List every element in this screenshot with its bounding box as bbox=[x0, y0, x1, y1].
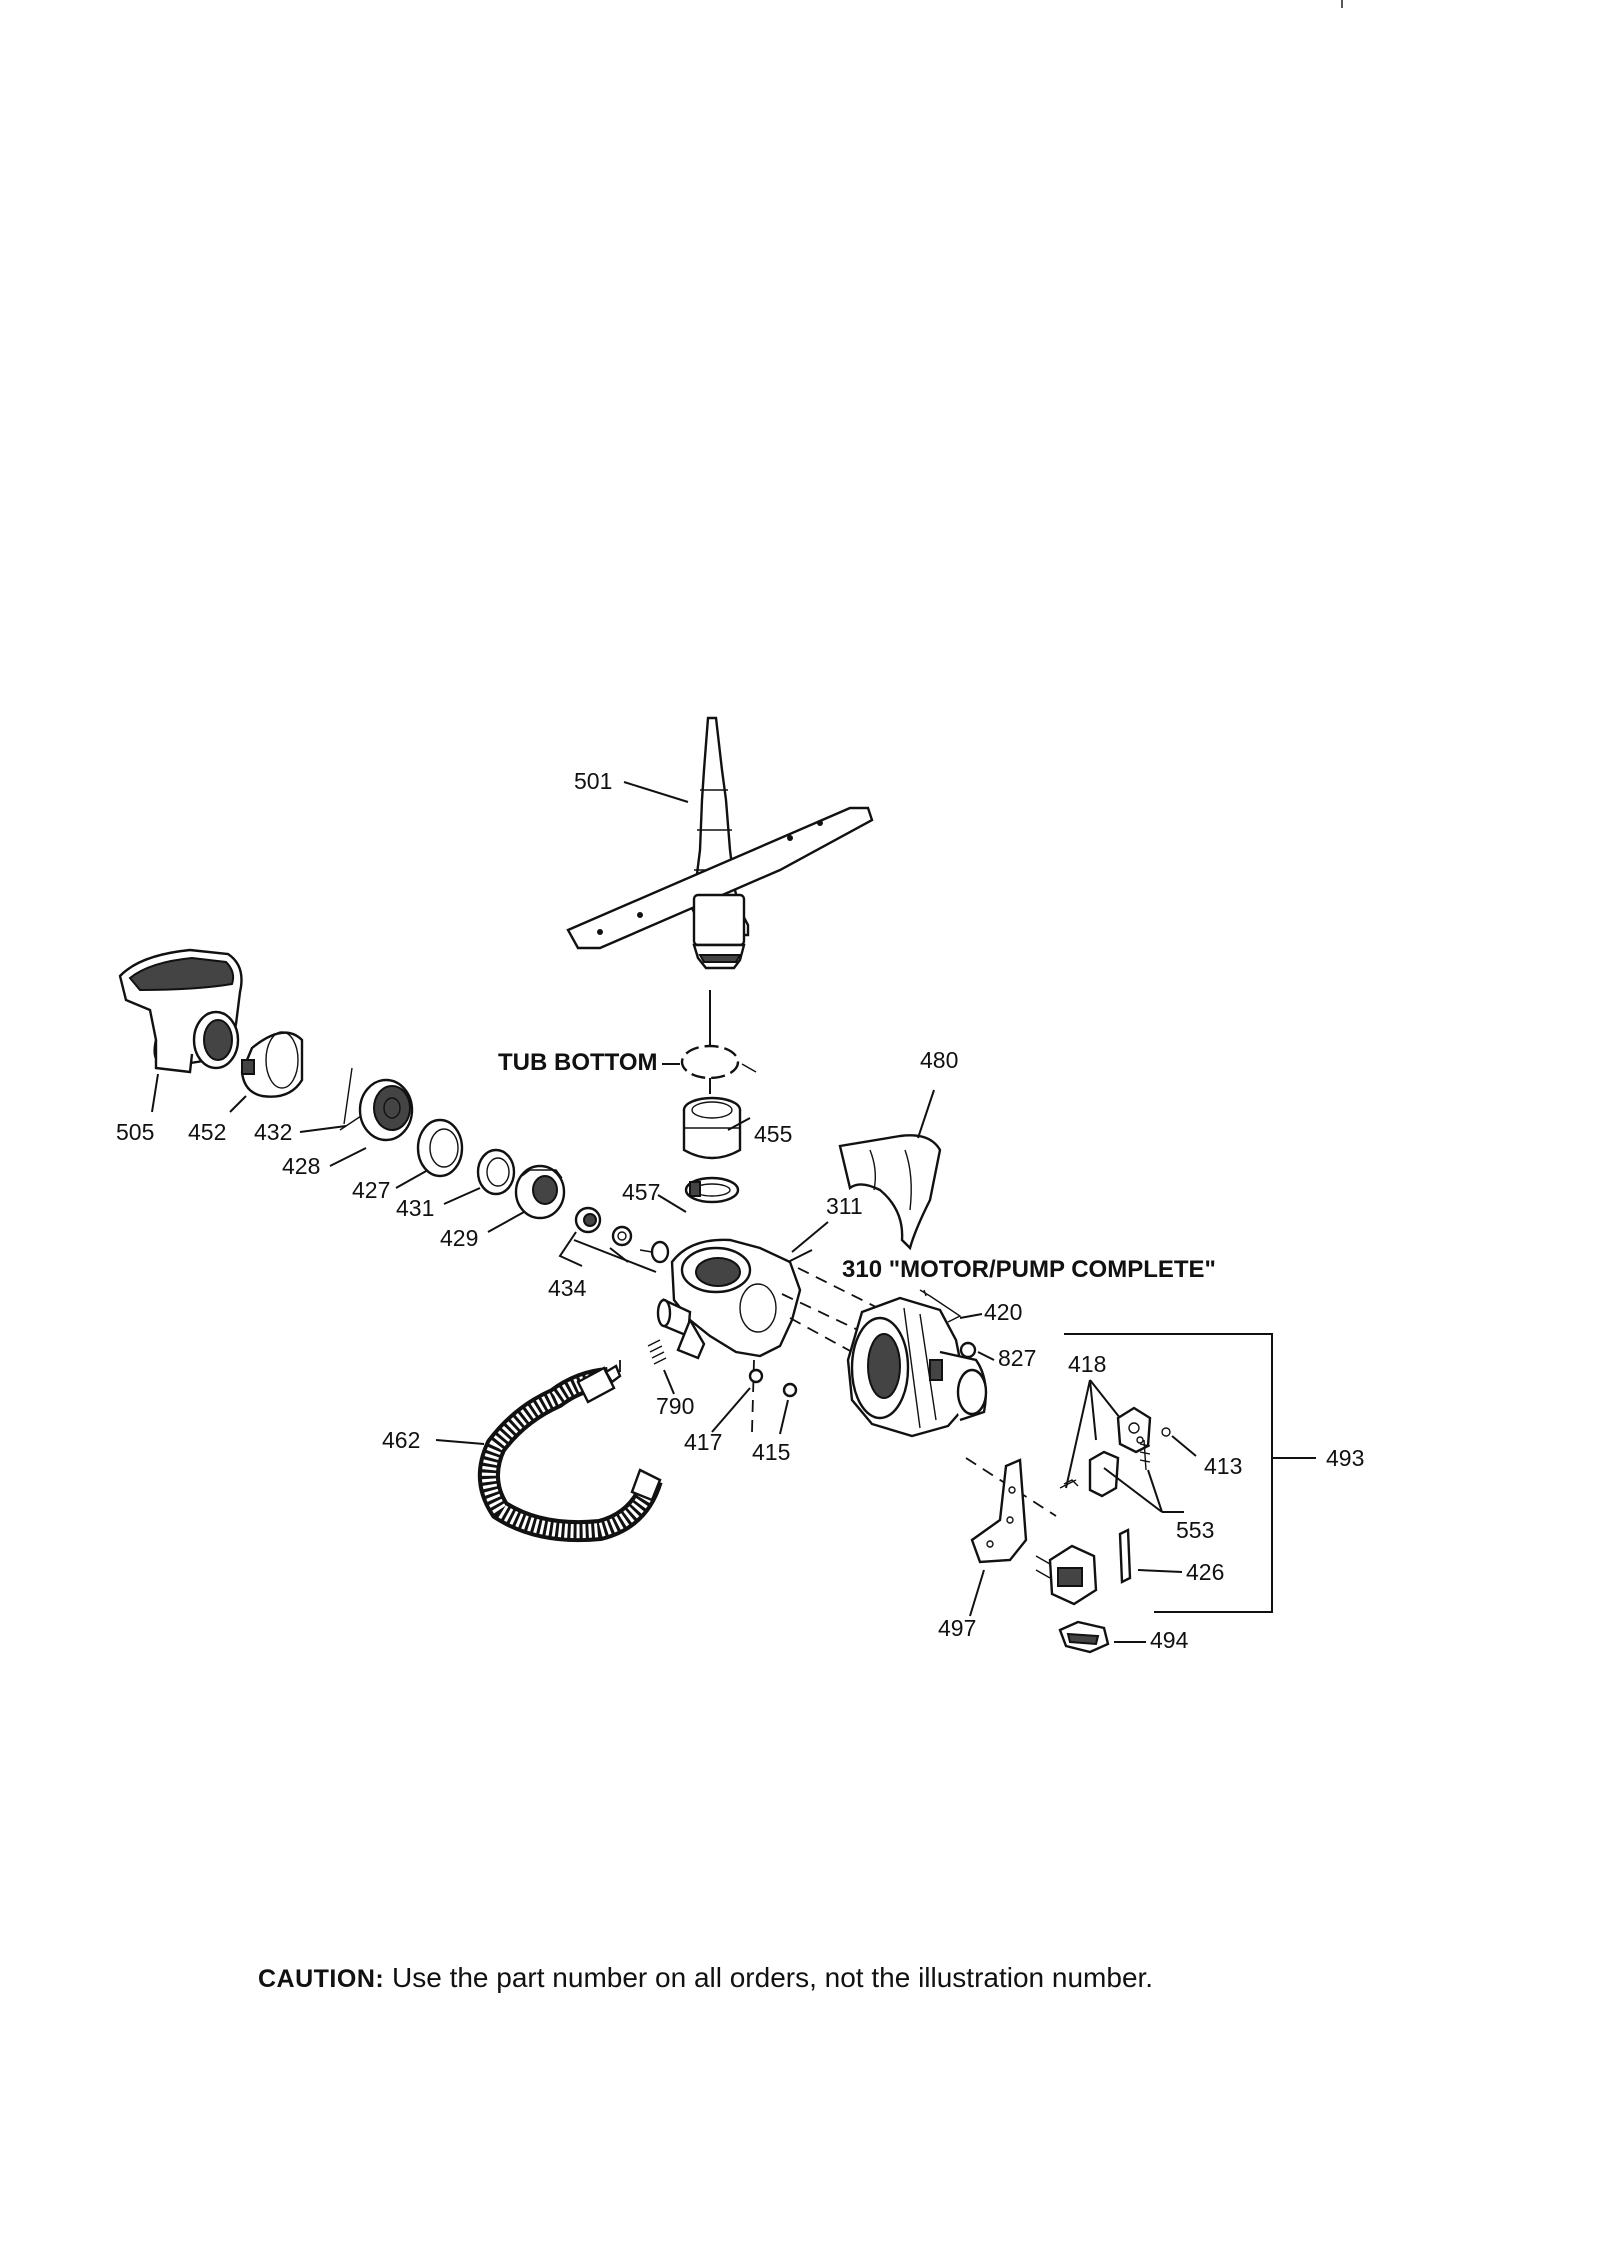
callout-426: 426 bbox=[1186, 1559, 1224, 1585]
leader-505 bbox=[151, 1073, 159, 1113]
callout-457: 457 bbox=[622, 1179, 660, 1205]
callout-480: 480 bbox=[920, 1047, 958, 1073]
alignment-line-2 bbox=[789, 1317, 853, 1353]
callout-497: 497 bbox=[938, 1615, 976, 1641]
clip-420 bbox=[919, 1289, 962, 1323]
callout-427: 427 bbox=[352, 1177, 390, 1203]
tub-bottom-tick bbox=[741, 1063, 757, 1073]
gasket-431 bbox=[476, 1148, 516, 1196]
clamp-452 bbox=[240, 1031, 304, 1098]
shield-480 bbox=[838, 1134, 942, 1251]
leader-427 bbox=[395, 1169, 429, 1189]
leader-455 bbox=[727, 1117, 751, 1131]
pump-housing-311 bbox=[656, 1238, 802, 1360]
callout-420: 420 bbox=[984, 1299, 1022, 1325]
callout-428: 428 bbox=[282, 1153, 320, 1179]
leader-462 bbox=[435, 1439, 485, 1445]
leader-428 bbox=[329, 1147, 367, 1167]
bracket-493 bbox=[1064, 1333, 1273, 1613]
leader-790 bbox=[663, 1369, 675, 1395]
callout-493: 493 bbox=[1326, 1445, 1364, 1471]
callout-311: 311 bbox=[826, 1193, 863, 1219]
callout-494: 494 bbox=[1150, 1627, 1189, 1653]
motor-310 bbox=[846, 1296, 988, 1438]
ring-427 bbox=[416, 1118, 464, 1178]
callout-418: 418 bbox=[1068, 1351, 1106, 1377]
callout-417: 417 bbox=[684, 1429, 722, 1455]
bracket-497 bbox=[970, 1458, 1098, 1606]
caution-text: Use the part number on all orders, not t… bbox=[392, 1962, 1154, 1993]
leader-827 bbox=[977, 1351, 995, 1361]
switch-parts-418 bbox=[1059, 1406, 1171, 1498]
alignment-line-3 bbox=[781, 1293, 859, 1331]
leader-418 bbox=[1065, 1379, 1121, 1489]
caution-label: CAUTION: bbox=[258, 1965, 385, 1993]
leader-434b bbox=[573, 1239, 657, 1273]
leader-426 bbox=[1137, 1569, 1183, 1573]
spray-arm-501 bbox=[566, 716, 874, 970]
leader-310 bbox=[787, 1249, 813, 1263]
part-494 bbox=[1058, 1620, 1110, 1654]
grommet-827 bbox=[959, 1341, 977, 1359]
tub-bottom-label: TUB BOTTOM bbox=[498, 1049, 658, 1076]
screw-415 bbox=[782, 1382, 798, 1398]
cap-429 bbox=[514, 1164, 566, 1220]
callout-790: 790 bbox=[656, 1393, 694, 1419]
callout-452: 452 bbox=[188, 1119, 226, 1145]
alignment-line-5 bbox=[751, 1359, 755, 1433]
sump-505 bbox=[118, 948, 243, 1074]
callout-413: 413 bbox=[1204, 1453, 1242, 1479]
callout-827: 827 bbox=[998, 1345, 1036, 1371]
pin-426 bbox=[1118, 1528, 1132, 1584]
spring-790 bbox=[647, 1339, 667, 1365]
leader-553 bbox=[1103, 1467, 1184, 1513]
callout-429: 429 bbox=[440, 1225, 478, 1251]
leader-480 bbox=[917, 1089, 935, 1139]
leader-432 bbox=[299, 1125, 347, 1133]
leader-457 bbox=[657, 1194, 687, 1213]
leader-311 bbox=[791, 1221, 829, 1253]
parts-434 bbox=[574, 1206, 670, 1264]
leader-417 bbox=[711, 1387, 751, 1433]
callout-462: 462 bbox=[382, 1427, 420, 1453]
leader-415 bbox=[779, 1399, 789, 1435]
leader-452 bbox=[229, 1095, 247, 1113]
alignment-line-4 bbox=[965, 1457, 1057, 1517]
leader-501 bbox=[623, 781, 689, 803]
callout-434: 434 bbox=[548, 1275, 587, 1301]
callout-310: 310 "MOTOR/PUMP COMPLETE" bbox=[842, 1256, 1216, 1283]
o-ring-tub bbox=[680, 1044, 740, 1080]
hose-462 bbox=[477, 1360, 663, 1543]
callout-501: 501 bbox=[574, 768, 612, 794]
leader-429 bbox=[487, 1211, 525, 1233]
callout-415: 415 bbox=[752, 1439, 790, 1465]
leader-497 bbox=[969, 1569, 985, 1617]
callout-431: 431 bbox=[396, 1195, 434, 1221]
leader-420 bbox=[959, 1313, 983, 1319]
caution-note: CAUTION: Use the part number on all orde… bbox=[258, 1962, 1153, 1994]
impeller-428 bbox=[339, 1067, 414, 1142]
collar-455 bbox=[682, 1096, 742, 1160]
clamp-457 bbox=[684, 1176, 740, 1204]
leader-413 bbox=[1171, 1435, 1197, 1457]
callout-432: 432 bbox=[254, 1119, 292, 1145]
callout-455: 455 bbox=[754, 1121, 792, 1147]
leader-431 bbox=[443, 1187, 481, 1205]
callout-553: 553 bbox=[1176, 1517, 1214, 1543]
callout-505: 505 bbox=[116, 1119, 154, 1145]
screw-417 bbox=[748, 1368, 764, 1384]
